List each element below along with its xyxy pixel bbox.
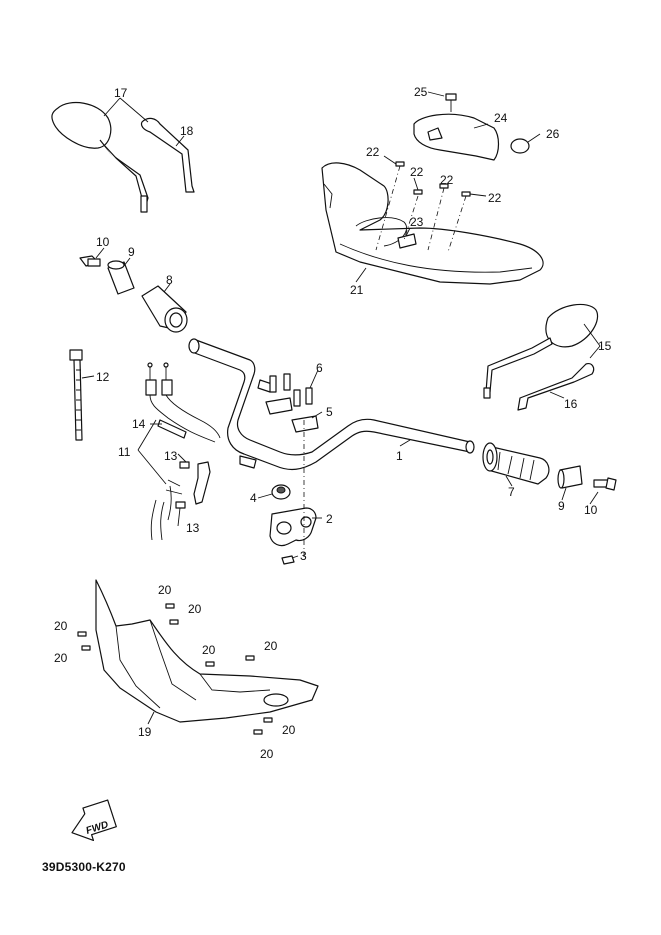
- callout-18: 18: [180, 124, 194, 138]
- callout-3: 3: [300, 549, 307, 563]
- screw-10-left: [79, 255, 101, 267]
- damper-4: [271, 484, 291, 500]
- callout-20-c: 20: [158, 583, 172, 597]
- callout-22-b: 22: [410, 165, 424, 179]
- bolts-6: [269, 373, 313, 407]
- callout-20-a: 20: [54, 619, 68, 633]
- upper-holder-5: [265, 397, 319, 433]
- callout-13-upper: 13: [164, 449, 178, 463]
- nut-3: [281, 555, 295, 565]
- callout-labels: 1 2 3 4 5 6 7 8 9 9 10 10 11 12 13 13 14…: [54, 85, 612, 761]
- clip-23: [397, 233, 417, 249]
- callout-16: 16: [564, 397, 578, 411]
- mirror-stalk-16: [517, 363, 595, 411]
- center-line-cover-d: [447, 195, 467, 253]
- callout-13-lower: 13: [186, 521, 200, 535]
- diagram-part-number: 39D5300-K270: [42, 860, 126, 874]
- callout-11: 11: [118, 445, 131, 459]
- grip-7: [482, 442, 550, 485]
- callout-7: 7: [508, 485, 515, 499]
- mirror-right-15: [483, 303, 599, 399]
- mirror-stalk-18: [140, 117, 195, 193]
- mirror-left-17: [51, 101, 149, 213]
- grip-8: [141, 285, 188, 333]
- callout-20-f: 20: [264, 639, 278, 653]
- handlebar-1: [188, 338, 475, 471]
- lower-holder-2: [269, 507, 317, 547]
- callout-22-a: 22: [366, 145, 380, 159]
- callout-4: 4: [250, 491, 257, 505]
- callout-25: 25: [414, 85, 428, 99]
- leader-lines: [81, 91, 601, 725]
- callout-8: 8: [166, 273, 173, 287]
- center-line-cover-a: [375, 165, 401, 251]
- center-line-cover-c: [427, 187, 445, 251]
- callout-19: 19: [138, 725, 152, 739]
- callout-20-g: 20: [282, 723, 296, 737]
- callout-14: 14: [132, 417, 146, 431]
- callout-20-e: 20: [202, 643, 216, 657]
- callout-23: 23: [410, 215, 424, 229]
- weight-9-left: [107, 260, 135, 295]
- screws-20: [77, 603, 273, 735]
- screw-25: [445, 93, 457, 112]
- callout-24: 24: [494, 111, 508, 125]
- meter-cover-24: [413, 113, 500, 161]
- callout-9-left: 9: [128, 245, 135, 259]
- callout-21: 21: [350, 283, 364, 297]
- lever-holder-13: [150, 461, 211, 541]
- cable-tie-12: [69, 349, 83, 441]
- callout-20-b: 20: [54, 651, 68, 665]
- callout-10-left: 10: [96, 235, 110, 249]
- callout-5: 5: [326, 405, 333, 419]
- weight-9-right: [557, 465, 583, 489]
- fwd-arrow-icon: FWD: [71, 799, 117, 842]
- callout-12: 12: [96, 370, 110, 384]
- callout-1: 1: [396, 449, 403, 463]
- cable-assembly-14: [145, 362, 221, 443]
- center-line-cover-b: [403, 195, 419, 241]
- callout-6: 6: [316, 361, 323, 375]
- screw-10-right: [593, 477, 617, 491]
- callout-9-right: 9: [558, 499, 565, 513]
- callout-10-right: 10: [584, 503, 598, 517]
- callout-17: 17: [114, 86, 128, 100]
- callout-22-d: 22: [488, 191, 502, 205]
- callout-20-d: 20: [188, 602, 202, 616]
- screws-22: [395, 161, 471, 197]
- handle-cover-21: [321, 162, 544, 285]
- callout-20-h: 20: [260, 747, 274, 761]
- callout-22-c: 22: [440, 173, 454, 187]
- callout-2: 2: [326, 512, 333, 526]
- front-cover-19: [95, 579, 319, 723]
- callout-15: 15: [598, 339, 612, 353]
- callout-26: 26: [546, 127, 560, 141]
- cap-26: [510, 138, 530, 154]
